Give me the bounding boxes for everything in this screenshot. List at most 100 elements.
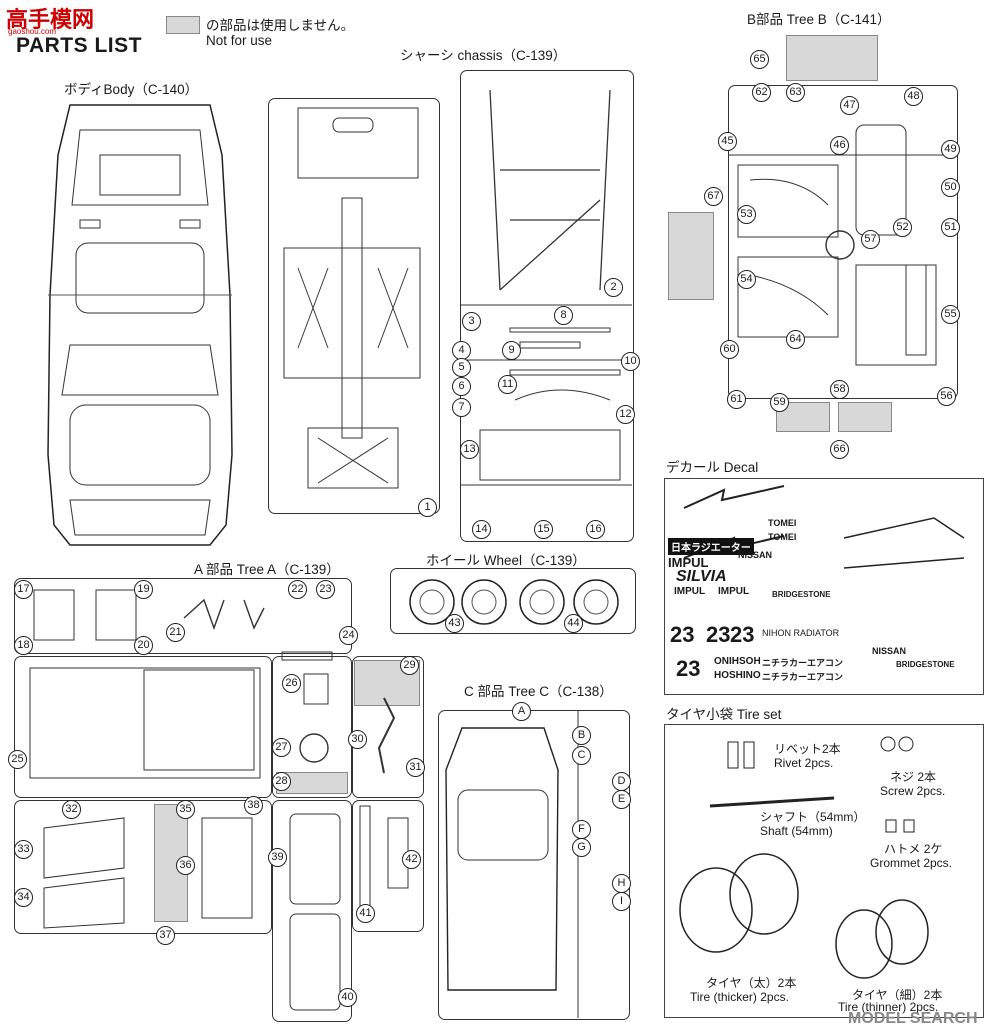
tree-a-harness-runner — [352, 656, 424, 798]
part-number: 3 — [462, 312, 481, 331]
decal-number: 23 — [670, 622, 695, 647]
body-section-title: ボディBody（C-140） — [64, 82, 199, 97]
tree-b-section-title: B部品 Tree B（C-141） — [747, 12, 891, 27]
chassis-floor-drawing — [283, 107, 421, 489]
part-number: 65 — [750, 50, 769, 69]
part-number: 12 — [616, 405, 635, 424]
decal-text: NIHON RADIATOR — [762, 628, 840, 638]
part-number: 40 — [338, 988, 357, 1007]
part-number: 6 — [452, 377, 471, 396]
part-number: 28 — [272, 772, 291, 791]
part-number: 60 — [720, 340, 739, 359]
part-number: 18 — [14, 636, 33, 655]
chassis-frame-right — [460, 70, 634, 542]
decal-text: ニチラカーエアコン — [762, 658, 844, 668]
decal-banner: 日本ラジエーター — [668, 538, 754, 555]
screw-label-en: Screw 2pcs. — [880, 784, 946, 798]
part-number: I — [612, 892, 631, 911]
part-number: G — [572, 838, 591, 857]
part-number: 14 — [472, 520, 491, 539]
part-number: E — [612, 790, 631, 809]
part-number: 38 — [244, 796, 263, 815]
part-number: 33 — [14, 840, 33, 859]
tree-a-seat-runner — [272, 800, 352, 1022]
thick-tire-label-jp: タイヤ（太）2本 — [706, 976, 797, 990]
part-number: 43 — [445, 614, 464, 633]
part-number: 64 — [786, 330, 805, 349]
part-number: 1 — [418, 498, 437, 517]
part-number: 27 — [272, 738, 291, 757]
body-shell-drawing — [47, 104, 233, 546]
part-number: 54 — [737, 270, 756, 289]
part-number: 47 — [840, 96, 859, 115]
parts-list-title: PARTS LIST — [16, 34, 142, 57]
part-number: 61 — [727, 390, 746, 409]
tree-b-unused-part — [838, 402, 892, 432]
part-number: 37 — [156, 926, 175, 945]
decal-section-title: デカール Decal — [666, 460, 759, 475]
part-number: 42 — [402, 850, 421, 869]
decal-text: IMPUL — [668, 555, 709, 570]
decal-number: 23 — [676, 656, 701, 681]
part-number: 55 — [941, 305, 960, 324]
chassis-rollcage-drawing — [460, 89, 632, 486]
part-number: 24 — [339, 626, 358, 645]
part-number: 49 — [941, 140, 960, 159]
part-number: 62 — [752, 83, 771, 102]
tree-c-drawing — [445, 710, 579, 1018]
part-number: 7 — [452, 398, 471, 417]
thick-tire-label-en: Tire (thicker) 2pcs. — [690, 990, 789, 1004]
rivet-label-en: Rivet 2pcs. — [774, 756, 834, 770]
grommet-label-en: Grommet 2pcs. — [870, 856, 953, 870]
part-number: 11 — [498, 375, 517, 394]
not-for-use-swatch — [166, 16, 200, 34]
watermark-url: gaoshou.com — [8, 27, 57, 36]
part-number: 56 — [937, 387, 956, 406]
decal-text: NISSAN — [738, 550, 773, 560]
decal-text: IMPUL — [674, 586, 706, 597]
decal-text: ニチラカーエアコン — [762, 672, 844, 682]
part-number: 59 — [770, 393, 789, 412]
part-number: 17 — [14, 580, 33, 599]
part-number: 34 — [14, 888, 33, 907]
part-number: 22 — [288, 580, 307, 599]
tree-a-section-title: A 部品 Tree A（C-139） — [194, 562, 340, 577]
part-number: 63 — [786, 83, 805, 102]
decal-text: ONIHSOH — [714, 656, 761, 667]
part-number: 23 — [316, 580, 335, 599]
part-number: 44 — [564, 614, 583, 633]
part-number: 20 — [134, 636, 153, 655]
chassis-frame-left — [268, 98, 440, 514]
part-number: 46 — [830, 136, 849, 155]
tire-set-drawing — [679, 736, 929, 979]
tree-c-section-title: C 部品 Tree C（C-138） — [464, 684, 613, 699]
decal-text: TOMEI — [768, 532, 797, 542]
thin-tire-label-en: Tire (thinner) 2pcs. — [838, 1000, 939, 1014]
screw-label-jp: ネジ 2本 — [890, 770, 937, 784]
part-number: 45 — [718, 132, 737, 151]
part-number: C — [572, 746, 591, 765]
part-number: 10 — [621, 352, 640, 371]
decal-text: NISSAN — [872, 646, 907, 656]
part-number: 31 — [406, 758, 425, 777]
part-number: H — [612, 874, 631, 893]
part-number: 19 — [134, 580, 153, 599]
part-number: 8 — [554, 306, 573, 325]
shaft-label-en: Shaft (54mm) — [760, 824, 833, 838]
tree-a-drawing — [29, 589, 409, 1011]
part-number: 5 — [452, 358, 471, 377]
tree-a-top-runner — [14, 578, 352, 654]
part-number: 16 — [586, 520, 605, 539]
wheel-runner — [390, 568, 636, 634]
decal-text: TOMEI — [768, 518, 797, 528]
part-number: 67 — [704, 187, 723, 206]
part-number: 2 — [604, 278, 623, 297]
shaft-label-jp: シャフト（54mm） — [760, 810, 866, 824]
part-number: 9 — [502, 341, 521, 360]
part-number: 66 — [830, 440, 849, 459]
tree-a-door-runner — [14, 800, 272, 934]
decal-number: 23 — [730, 622, 755, 647]
tree-b-frame — [728, 85, 958, 399]
part-number: 41 — [356, 904, 375, 923]
part-number: 13 — [460, 440, 479, 459]
